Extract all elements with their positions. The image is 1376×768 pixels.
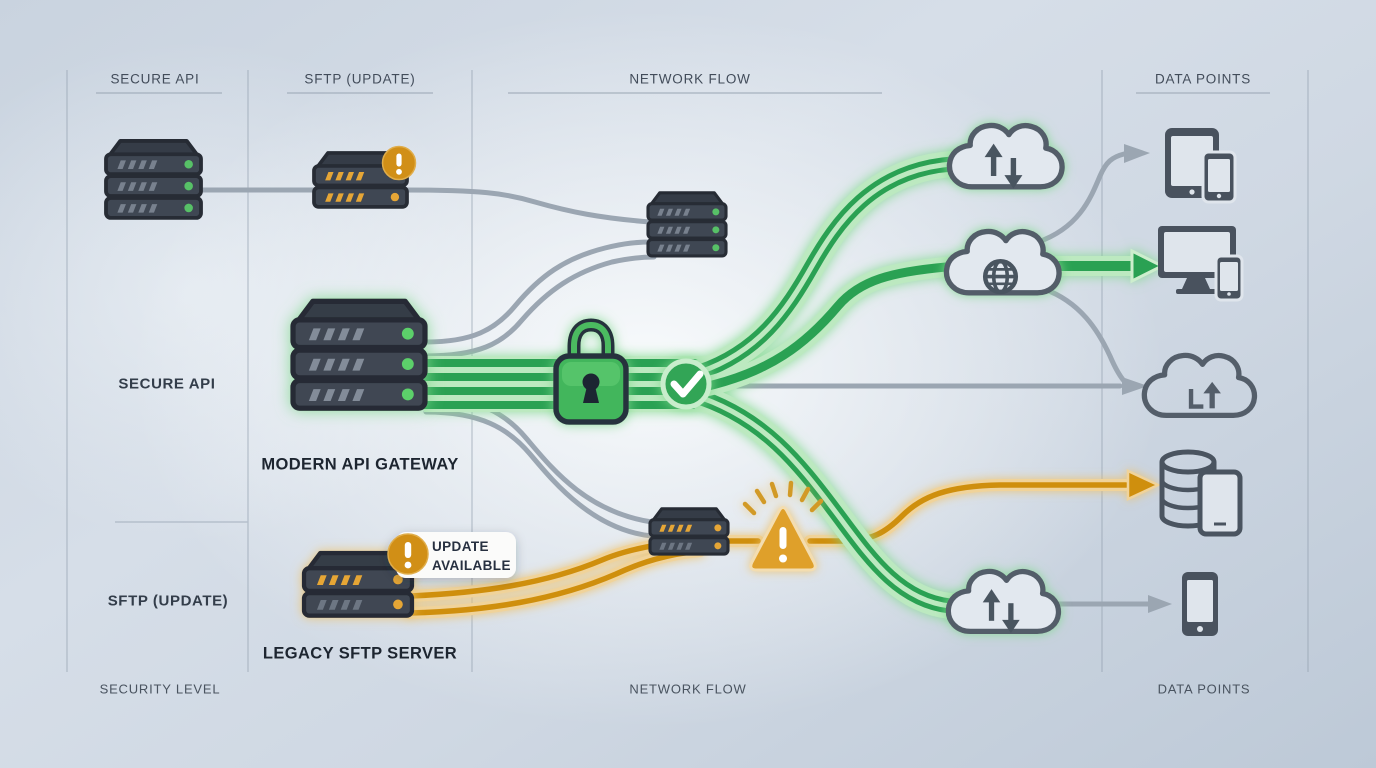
database-tablet-icon [1159, 449, 1243, 537]
lock-icon [553, 318, 629, 425]
cloud-globe [946, 231, 1059, 292]
link-cloudglobe-to-cloudupload [1041, 286, 1131, 388]
update-available-badge [387, 532, 516, 578]
server-modern-api-gateway [293, 301, 425, 408]
tablet-phone-icon [1165, 128, 1237, 204]
phone-icon [1182, 572, 1218, 636]
check-circle-icon [660, 358, 712, 410]
footer-security-level: SECURITY LEVEL [99, 681, 221, 697]
header-network-flow: NETWORK FLOW [629, 71, 751, 87]
badge-line-1: UPDATE [432, 539, 489, 554]
footer-network-flow: NETWORK FLOW [629, 681, 747, 697]
orange-arrowhead [1126, 469, 1161, 501]
server-relay-top [646, 191, 728, 258]
server-secure-api [104, 139, 203, 220]
cloud-upload-icon [1188, 381, 1221, 409]
monitor-phone-icon [1158, 226, 1244, 302]
header-sftp-update: SFTP (UPDATE) [304, 71, 416, 87]
server-relay-bottom [648, 507, 730, 556]
link-cloudglobe-to-tablet [1035, 151, 1127, 245]
exclamation-badge-icon [381, 145, 417, 181]
label-legacy-sftp-server: LEGACY SFTP SERVER [262, 644, 458, 663]
cloud-sync-arrows-icon [984, 143, 1023, 189]
cloud-sync-bottom [948, 571, 1058, 633]
label-modern-api-gateway: MODERN API GATEWAY [261, 455, 459, 474]
warning-triangle-icon [742, 480, 824, 572]
cloud-upload [1144, 355, 1254, 415]
update-available-text: UPDATE AVAILABLE [432, 537, 511, 575]
green-arrowhead [1130, 248, 1166, 284]
footer-data-points: DATA POINTS [1157, 681, 1251, 697]
header-data-points: DATA POINTS [1154, 71, 1252, 87]
gray-arrowheads [1122, 144, 1172, 613]
cloud-globe-icon [982, 259, 1019, 295]
cloud-sync-top [949, 125, 1062, 188]
header-secure-api: SECURE API [110, 71, 200, 87]
row-label-sftp-update: SFTP (UPDATE) [107, 592, 229, 610]
cloud-sync-arrows-icon [982, 589, 1020, 634]
row-label-secure-api: SECURE API [118, 375, 216, 393]
gray-connections [197, 144, 1172, 613]
link-sftp-to-relay [401, 187, 653, 225]
link-gateway-to-relay-b [423, 254, 657, 359]
link-gateway-to-legacyrelay-b [423, 409, 655, 539]
link-gateway-to-relay-a [423, 239, 655, 345]
badge-line-2: AVAILABLE [432, 558, 511, 573]
